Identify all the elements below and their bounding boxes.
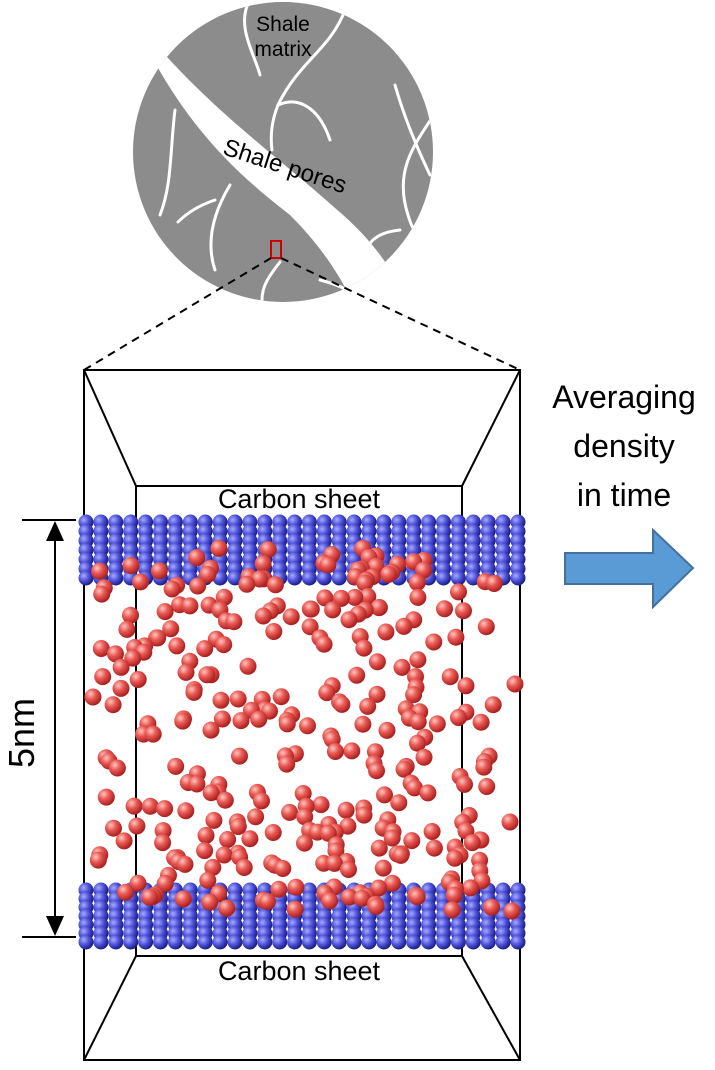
molecular-scene (78, 514, 526, 950)
bottom-carbon-sheet-label: Carbon sheet (218, 956, 381, 986)
process-label-line3: in time (577, 477, 671, 513)
process-label-line2: density (573, 428, 674, 464)
shale-matrix-label-line2: matrix (254, 38, 312, 61)
shale-matrix-label-line1: Shale (256, 13, 310, 36)
top-carbon-sheet (78, 514, 526, 586)
next-step-arrow (564, 527, 695, 610)
shale-matrix (133, 2, 433, 302)
gas-molecules (84, 539, 524, 920)
top-carbon-sheet-label: Carbon sheet (218, 484, 381, 514)
pore-width-dimension (22, 519, 76, 938)
shale-disc: Shale matrix Shale pores (133, 2, 433, 302)
zoom-lines (83, 257, 521, 371)
zoom-region-marker (270, 240, 282, 259)
pore-width-label: 5nm (1, 698, 42, 768)
process-label-line1: Averaging (552, 379, 696, 415)
shale-fractures (158, 2, 433, 302)
shale-pore-channel (133, 2, 410, 302)
